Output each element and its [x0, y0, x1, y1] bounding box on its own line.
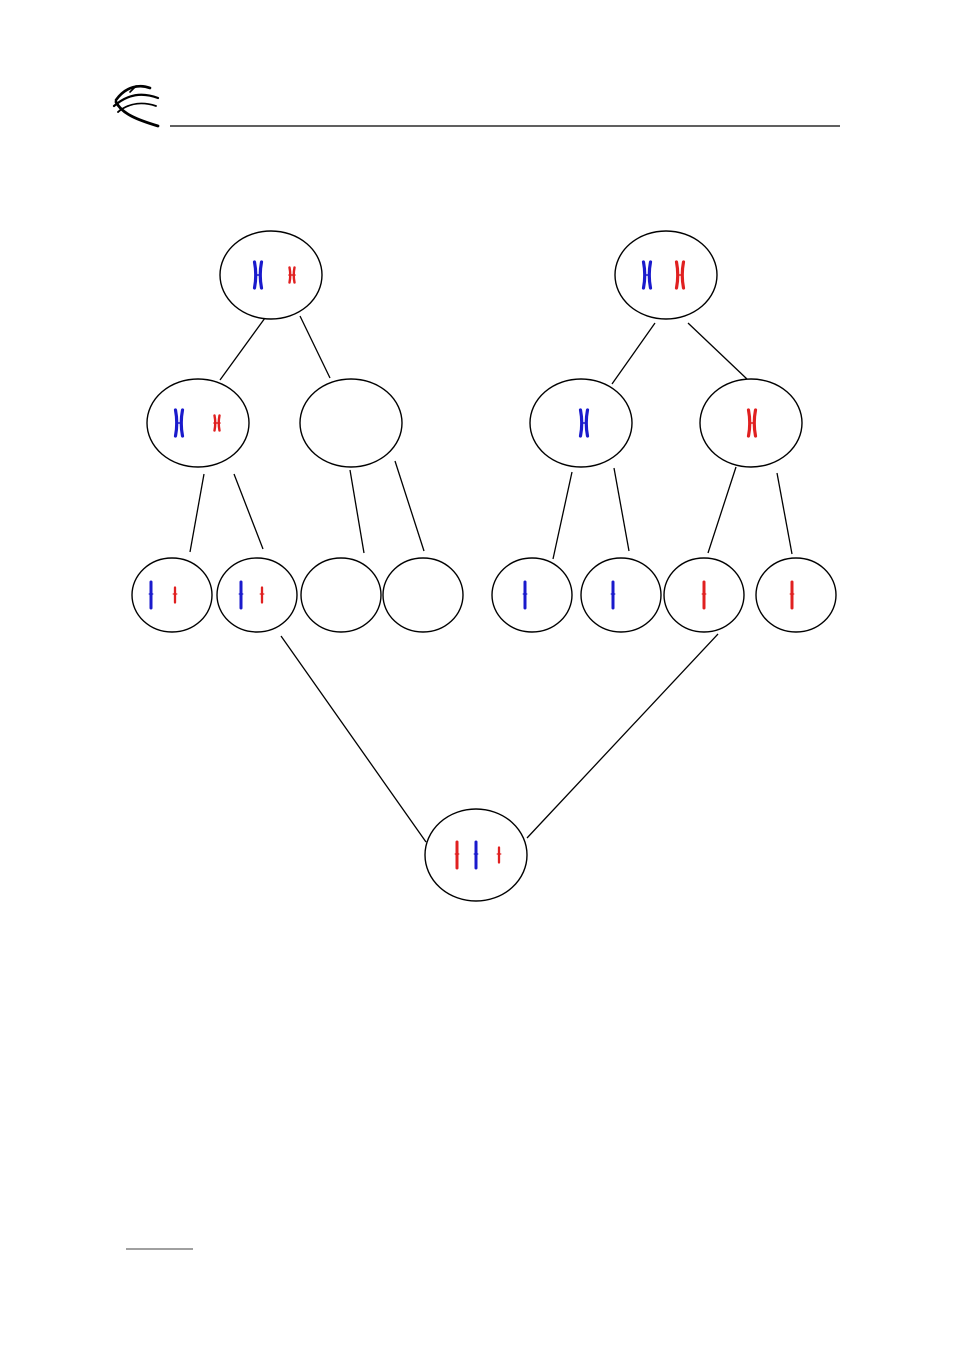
link-mother-to-mother-meiosis1-b: [299, 315, 331, 379]
cell-mother-meiosis1-a: [146, 378, 250, 468]
cell-father-gamete-4: [755, 557, 837, 633]
chromatid-maternal: [789, 580, 795, 610]
cell-outline: [491, 557, 573, 633]
link-mother-meiosis1-b-to-mother-gamete-3: [349, 469, 365, 554]
link-father-meiosis1-a-to-father-gamete-2: [613, 467, 630, 552]
chromatid-paternal: [610, 580, 616, 610]
replicated-chromosome-paternal: [578, 408, 590, 438]
cell-outline: [755, 557, 837, 633]
link-mother-gamete-2-to-zygote: [280, 635, 427, 843]
cell-father-gamete-2: [580, 557, 662, 633]
chromatid-maternal: [496, 846, 502, 864]
cell-zygote: [424, 808, 528, 902]
cell-outline: [216, 557, 298, 633]
link-mother-meiosis1-b-to-mother-gamete-4: [394, 460, 425, 552]
cell-outline: [614, 230, 718, 320]
replicated-chromosome-paternal: [252, 260, 264, 290]
link-mother-meiosis1-a-to-mother-gamete-1: [189, 473, 205, 553]
cell-outline: [300, 557, 382, 633]
link-father-gamete-3-to-zygote: [526, 633, 719, 839]
chromatid-maternal: [454, 840, 460, 870]
link-father-to-father-meiosis1-a: [611, 322, 656, 385]
bird-logo-icon: [112, 84, 160, 128]
cell-mother-gamete-2: [216, 557, 298, 633]
cell-outline: [146, 378, 250, 468]
cell-father-gamete-1: [491, 557, 573, 633]
links-layer: [189, 315, 793, 843]
cell-mother: [219, 230, 323, 320]
link-mother-meiosis1-a-to-mother-gamete-2: [233, 473, 264, 550]
cell-mother-meiosis1-b: [299, 378, 403, 468]
link-father-meiosis1-a-to-father-gamete-1: [552, 471, 573, 560]
replicated-chromosome-paternal: [173, 408, 185, 438]
link-mother-to-mother-meiosis1-a: [219, 317, 266, 381]
replicated-chromosome-paternal: [641, 260, 653, 290]
chromatid-maternal: [701, 580, 707, 610]
cell-outline: [580, 557, 662, 633]
cell-father: [614, 230, 718, 320]
replicated-chromosome-maternal: [288, 266, 296, 284]
chromatid-paternal: [148, 580, 154, 610]
cell-father-gamete-3: [663, 557, 745, 633]
link-father-meiosis1-b-to-father-gamete-4: [776, 472, 793, 555]
replicated-chromosome-maternal: [213, 414, 221, 432]
cells-layer: [131, 230, 837, 902]
cell-outline: [382, 557, 464, 633]
cell-father-meiosis1-b: [699, 378, 803, 468]
cell-outline: [219, 230, 323, 320]
cell-mother-gamete-3: [300, 557, 382, 633]
cell-outline: [131, 557, 213, 633]
chromatid-maternal: [172, 586, 178, 604]
link-father-meiosis1-b-to-father-gamete-3: [707, 466, 737, 554]
link-father-to-father-meiosis1-b: [687, 322, 749, 381]
cell-outline: [299, 378, 403, 468]
cell-mother-gamete-4: [382, 557, 464, 633]
chromatid-maternal: [259, 586, 265, 604]
cell-mother-gamete-1: [131, 557, 213, 633]
replicated-chromosome-maternal: [674, 260, 686, 290]
chromatid-paternal: [238, 580, 244, 610]
cell-father-meiosis1-a: [529, 378, 633, 468]
chromatid-paternal: [522, 580, 528, 610]
replicated-chromosome-maternal: [746, 408, 758, 438]
chromatid-paternal: [473, 840, 479, 870]
